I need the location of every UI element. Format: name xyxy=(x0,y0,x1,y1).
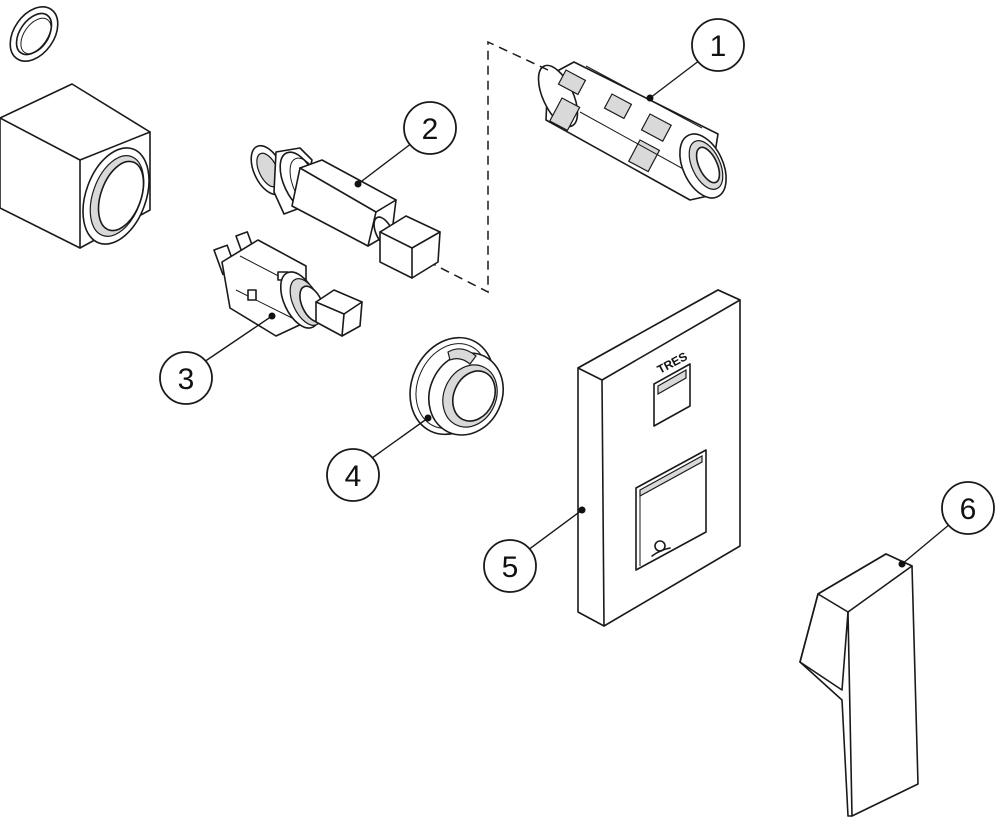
small-ring-part xyxy=(9,6,59,62)
diverter-spindle-part xyxy=(250,144,441,279)
callout-number: 3 xyxy=(178,363,195,396)
cover-plate-part: TRES xyxy=(577,289,741,627)
ring-nut-part xyxy=(409,336,504,436)
lever-handle-part xyxy=(799,553,919,817)
callout-number: 5 xyxy=(502,551,519,584)
callout-number: 1 xyxy=(710,30,727,63)
callout-number: 2 xyxy=(422,113,439,146)
callout-1: 1 xyxy=(691,18,745,72)
cartridge-part xyxy=(213,231,363,337)
callout-5: 5 xyxy=(483,539,537,593)
callout-2: 2 xyxy=(403,101,457,155)
callout-number: 4 xyxy=(345,460,362,493)
square-sleeve-block xyxy=(0,83,151,249)
callout-number: 6 xyxy=(960,493,977,526)
callout-leaders xyxy=(203,59,951,568)
assembly-dashed-line xyxy=(424,40,549,294)
callout-3: 3 xyxy=(159,351,213,405)
callout-6: 6 xyxy=(941,481,995,535)
callout-4: 4 xyxy=(326,448,380,502)
extension-sleeve-part xyxy=(537,61,727,201)
